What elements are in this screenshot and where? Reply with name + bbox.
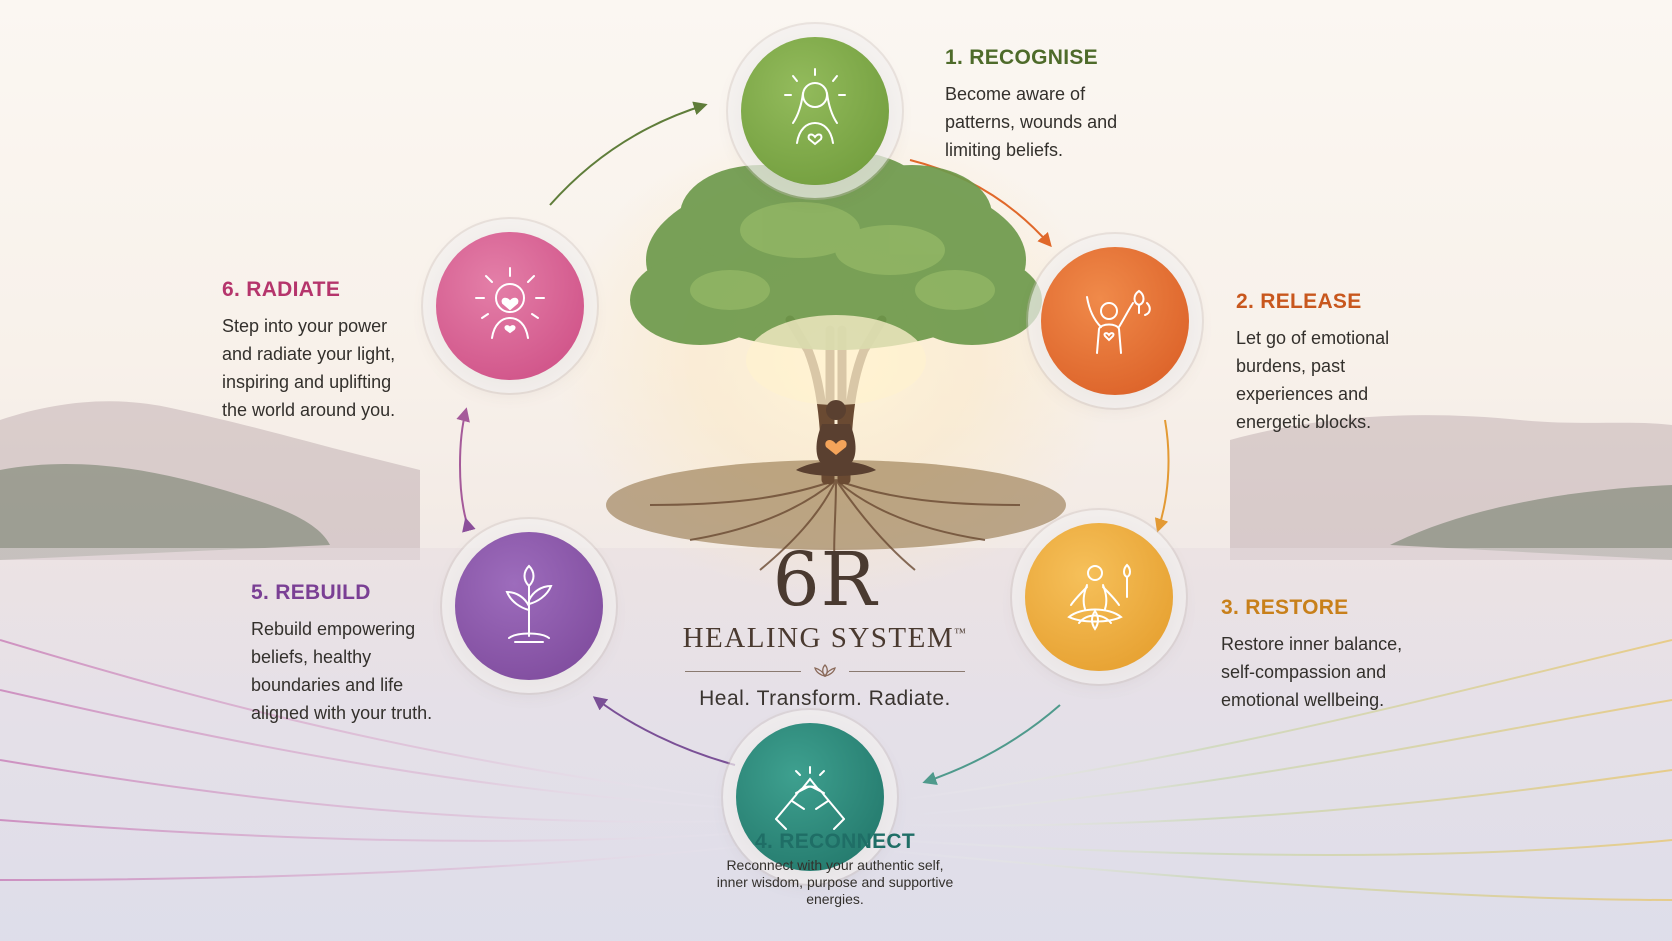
sprouting-plant-icon [505,564,553,643]
joined-hands-icon [775,766,845,830]
ribbons-right [879,639,1672,901]
step-release: 2. RELEASE Let go of emotional burdens, … [1236,290,1476,436]
step-title: 3. RESTORE [1221,596,1349,619]
step-description: Reconnect with your authentic self, inne… [716,857,954,907]
meditating-lotus-icon [1067,563,1131,631]
meditating-figure [796,400,876,476]
step-description: Rebuild empowering beliefs, healthy boun… [251,619,433,723]
mountains-right-near [1390,485,1672,560]
trademark-symbol: ™ [954,625,968,640]
brand-divider [685,663,965,679]
brand-number: 6R [772,537,878,623]
circle-recognise [741,37,889,185]
woman-heart-icon [784,68,846,146]
step-title: 5. REBUILD [251,581,371,604]
step-reconnect: 4. RECONNECT Reconnect with your authent… [640,830,1030,908]
step-description: Step into your power and radiate your li… [222,316,396,420]
step-rebuild: 5. REBUILD Rebuild empowering beliefs, h… [251,581,481,727]
step-title: 2. RELEASE [1236,290,1362,313]
tree-of-life [606,150,1066,576]
figure-heart [825,440,847,455]
circle-rebuild [455,532,603,680]
tree-canopy-highlight [690,202,995,310]
person-releasing-leaves-icon [1086,289,1151,354]
circle-release [1041,247,1189,395]
step-recognise: 1. RECOGNISE Become aware of patterns, w… [945,46,1205,164]
step-description: Become aware of patterns, wounds and lim… [945,84,1118,160]
brand-tagline: Heal. Transform. Radiate. [699,687,951,710]
arrow-2-to-3 [1154,419,1170,533]
circle-reconnect [736,723,884,871]
circle-radiate [436,232,584,380]
brand-system-name: HEALING SYSTEM™ [682,622,968,654]
tree-roots [649,479,1021,576]
step-title: 6. RADIATE [222,278,341,301]
radiant-person-heart-icon [475,267,545,339]
lotus-ornament-icon [814,664,836,677]
ribbons-left [0,639,801,881]
step-description: Restore inner balance, self-compassion a… [1221,634,1403,710]
step-restore: 3. RESTORE Restore inner balance, self-c… [1221,596,1481,714]
arrow-6-to-1 [549,101,708,206]
step-description: Let go of emotional burdens, past experi… [1236,328,1390,432]
arrow-3-to-4 [922,704,1061,786]
step-title: 4. RECONNECT [755,830,915,853]
mountains-left-near [0,464,330,560]
arrow-4-to-5 [592,696,736,766]
arrow-5-to-6 [456,407,476,533]
step-title: 1. RECOGNISE [945,46,1098,69]
step-radiate: 6. RADIATE Step into your power and radi… [222,278,452,424]
arrow-1-to-2 [909,159,1052,248]
brand-title-block: 6R HEALING SYSTEM™ Heal. Transform. Radi… [655,540,995,711]
circle-restore [1025,523,1173,671]
